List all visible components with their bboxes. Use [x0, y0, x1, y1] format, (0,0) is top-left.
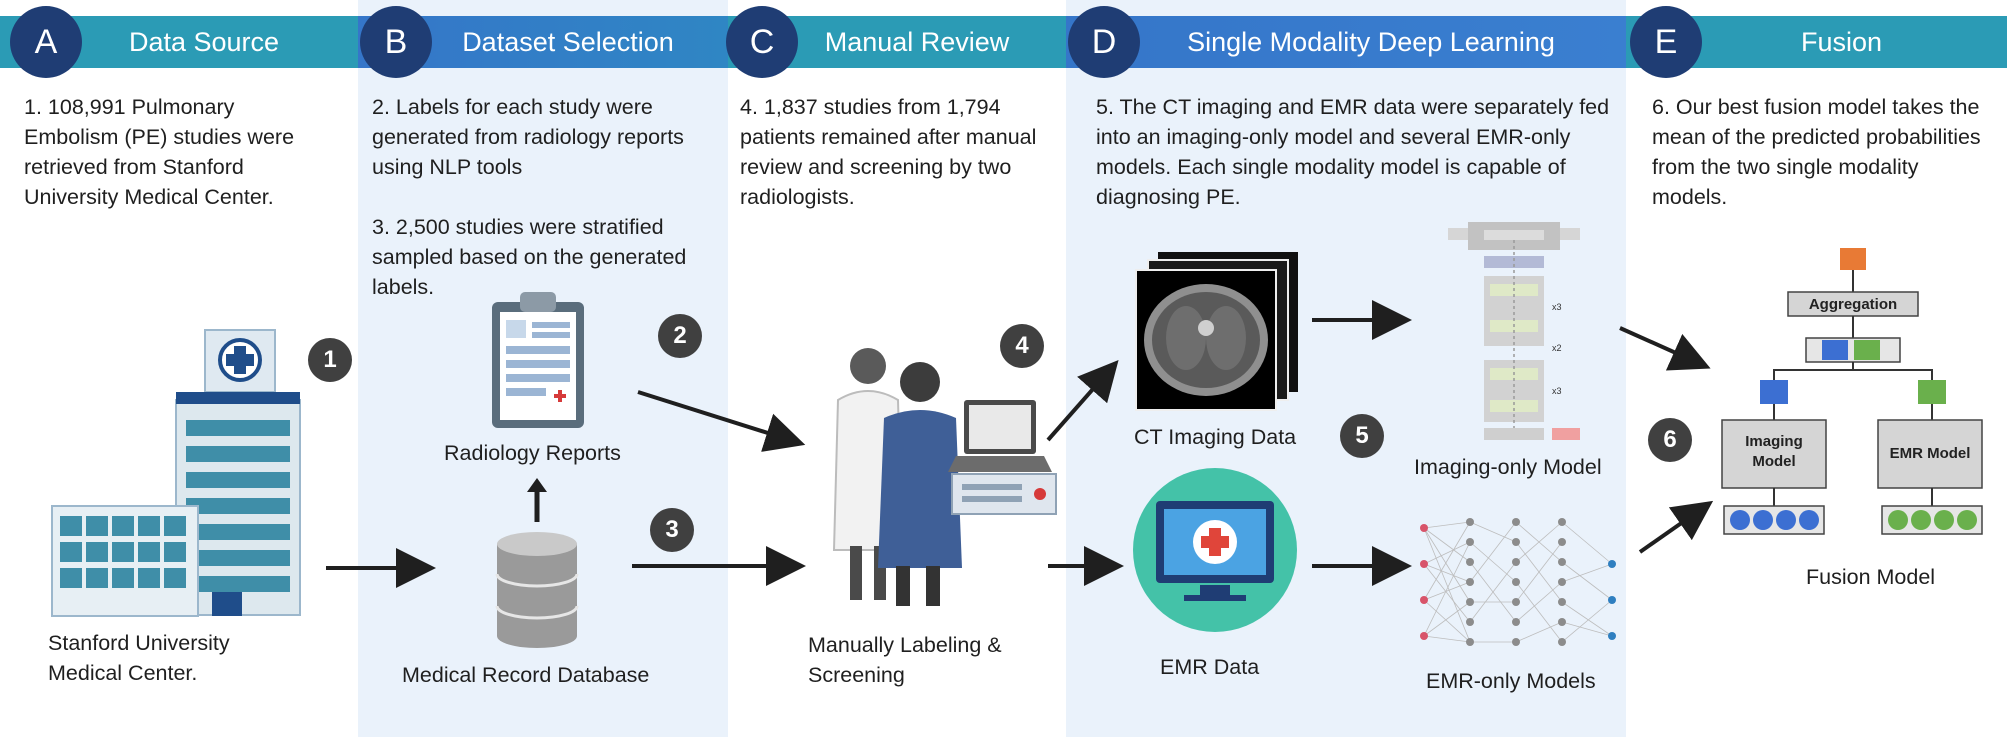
ct-data-label: CT Imaging Data — [1134, 425, 1297, 449]
arrow-emr-to-fusion — [1638, 500, 1714, 554]
panel-d-description: 5. The CT imaging and EMR data were sepa… — [1096, 95, 1610, 209]
imaging-model-box-label: Imaging Model — [1745, 433, 1803, 470]
imaging-model-label: Imaging-only Model — [1414, 455, 1602, 479]
panel-e-title: Fusion — [1800, 26, 1883, 57]
panel-a-letter: A — [10, 6, 82, 78]
radiology-reports-label: Radiology Reports — [444, 441, 621, 465]
panel-c-letter: C — [726, 6, 798, 78]
database-icon — [495, 532, 579, 648]
step-badge-4: 4 — [1000, 324, 1044, 368]
header-single-modality: Single Modality Deep Learning — [1066, 16, 1626, 68]
arrow-reports-to-review — [637, 390, 806, 452]
arrow-review-to-ct — [1046, 360, 1119, 442]
fusion-model-label: Fusion Model — [1806, 565, 1936, 589]
step-badge-6: 6 — [1648, 418, 1692, 462]
panel-b-description: 2. Labels for each study were generated … — [372, 95, 684, 179]
panel-c-description: 4. 1,837 studies from 1,794 patients rem… — [740, 95, 1037, 209]
x2-label: x2 — [1552, 343, 1562, 353]
emr-models-label: EMR-only Models — [1426, 669, 1596, 693]
x3-label-1: x3 — [1552, 302, 1562, 312]
panel-a-description: 1. 108,991 Pulmonary Embolism (PE) studi… — [24, 95, 295, 209]
panel-a-title: Data Source — [128, 26, 280, 57]
panel-e-description: 6. Our best fusion model takes the mean … — [1652, 95, 1981, 209]
hospital-icon — [51, 329, 301, 617]
medical-db-label: Medical Record Database — [402, 663, 650, 687]
emr-icon — [1133, 468, 1297, 632]
step-badge-5: 5 — [1340, 414, 1384, 458]
manual-labeling-label: Manually Labeling & Screening — [808, 633, 1002, 687]
fusion-model-diagram: Aggregation Imaging Model EMR Model — [1721, 248, 1983, 535]
panel-b-letter: B — [360, 6, 432, 78]
panel-d-title: Single Modality Deep Learning — [1187, 26, 1555, 57]
step-badge-2: 2 — [658, 314, 702, 358]
emr-neural-network — [1420, 518, 1616, 646]
panel-d-letter: D — [1068, 6, 1140, 78]
ct-scan-icon — [1135, 252, 1298, 411]
up-arrow — [527, 478, 547, 522]
emr-data-label: EMR Data — [1160, 655, 1260, 679]
panel-e-letter: E — [1630, 6, 1702, 78]
clipboard-icon — [492, 292, 584, 428]
panel-c-title: Manual Review — [824, 26, 1010, 57]
panel-b-title: Dataset Selection — [462, 26, 674, 57]
x3-label-2: x3 — [1552, 386, 1562, 396]
imaging-network-diagram: x3 x2 x3 — [1448, 222, 1580, 440]
radiologists-icon — [832, 348, 962, 606]
panel-b-description-2: 3. 2,500 studies were stratified sampled… — [372, 215, 687, 299]
emr-model-box-label: EMR Model — [1889, 445, 1971, 462]
step-badge-1: 1 — [308, 338, 352, 382]
hospital-label: Stanford University Medical Center. — [48, 631, 230, 685]
arrow-imaging-to-fusion — [1619, 326, 1711, 371]
step-badge-3: 3 — [650, 508, 694, 552]
aggregation-label: Aggregation — [1809, 296, 1897, 313]
laptop-icon — [948, 400, 1057, 515]
